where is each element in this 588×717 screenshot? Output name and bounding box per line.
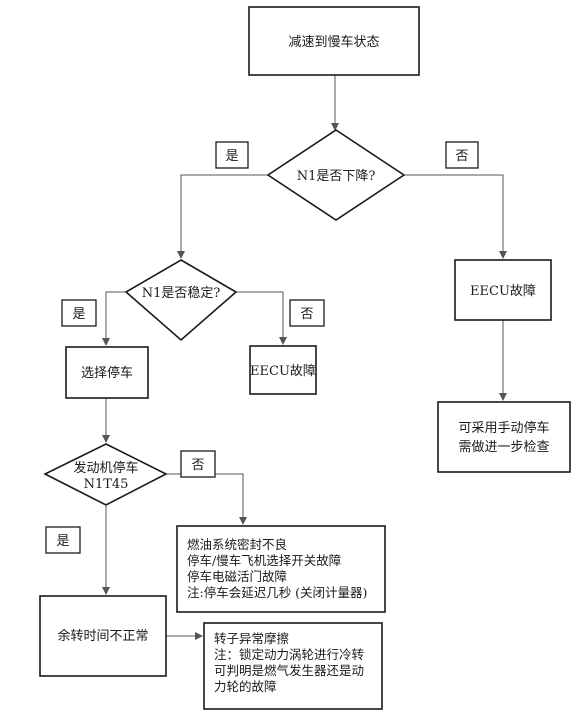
svg-text:是: 是: [225, 149, 238, 164]
node-rotor-friction-line-2: 注：锁定动力涡轮进行冷转: [214, 647, 364, 662]
tag-yes-2: 是: [61, 299, 97, 327]
node-fuel-faults: 燃油系统密封不良 停车/慢车飞机选择开关故障 停车电磁活门故障 注:停车会延迟几…: [176, 525, 386, 613]
node-fuel-faults-line-4: 注:停车会延迟几秒 (关闭计量器): [187, 585, 367, 600]
node-decelerate-label: 减速到慢车状态: [288, 34, 379, 50]
node-fuel-faults-line-3: 停车电磁活门故障: [187, 569, 287, 584]
connectors: [102, 75, 507, 640]
svg-text:否: 否: [191, 458, 204, 473]
node-rotor-friction: 转子异常摩擦 注：锁定动力涡轮进行冷转 可判明是燃气发生器还是动 力轮的故障: [203, 622, 383, 710]
decision-n1-decrease: N1是否下降?: [266, 129, 406, 221]
decision-engine-shutdown-line-2: N1T45: [84, 477, 129, 492]
node-eecu-fault-right: EECU故障: [454, 259, 552, 321]
arrow-n1-yes: [177, 174, 268, 259]
decision-n1-stable: N1是否稳定?: [124, 259, 238, 342]
node-fuel-faults-line-2: 停车/慢车飞机选择开关故障: [187, 553, 341, 568]
arrow-stable-yes: [102, 291, 126, 346]
node-manual-shutdown-line-1: 可采用手动停车: [458, 420, 549, 436]
svg-text:否: 否: [455, 149, 468, 164]
arrow-stable-no: [236, 291, 287, 345]
node-rotor-friction-line-1: 转子异常摩擦: [214, 631, 289, 646]
node-decelerate: 减速到慢车状态: [248, 6, 420, 76]
node-eecu-fault-mid: EECU故障: [249, 345, 317, 395]
node-rotor-friction-line-4: 力轮的故障: [214, 679, 277, 694]
tag-no-3: 否: [180, 450, 216, 478]
tag-no-1: 否: [445, 141, 479, 169]
node-rotor-friction-line-3: 可判明是燃气发生器还是动: [214, 663, 364, 678]
svg-text:是: 是: [56, 534, 69, 549]
arrow-engine-no: [166, 473, 247, 525]
svg-text:否: 否: [300, 307, 313, 322]
decision-n1-decrease-label: N1是否下降?: [297, 169, 376, 184]
tag-yes-3: 是: [45, 526, 81, 554]
node-manual-shutdown-line-2: 需做进一步检查: [458, 440, 549, 455]
node-fuel-faults-line-1: 燃油系统密封不良: [187, 537, 287, 552]
tag-yes-1: 是: [215, 141, 249, 169]
node-select-shutdown: 选择停车: [65, 346, 149, 399]
svg-text:是: 是: [72, 307, 85, 322]
svg-text:EECU故障: EECU故障: [470, 284, 536, 299]
tag-no-2: 否: [289, 299, 325, 327]
svg-text:EECU故障: EECU故障: [250, 364, 316, 379]
node-manual-shutdown: 可采用手动停车 需做进一步检查: [437, 401, 571, 473]
decision-engine-shutdown: 发动机停车 N1T45: [43, 443, 168, 506]
decision-n1-stable-label: N1是否稳定?: [142, 285, 221, 301]
decision-engine-shutdown-line-1: 发动机停车: [73, 460, 138, 476]
arrow-n1-no: [404, 174, 507, 259]
svg-text:余转时间不正常: 余转时间不正常: [57, 628, 148, 644]
svg-text:选择停车: 选择停车: [81, 365, 133, 381]
node-rundown-abnormal: 余转时间不正常: [39, 595, 167, 677]
